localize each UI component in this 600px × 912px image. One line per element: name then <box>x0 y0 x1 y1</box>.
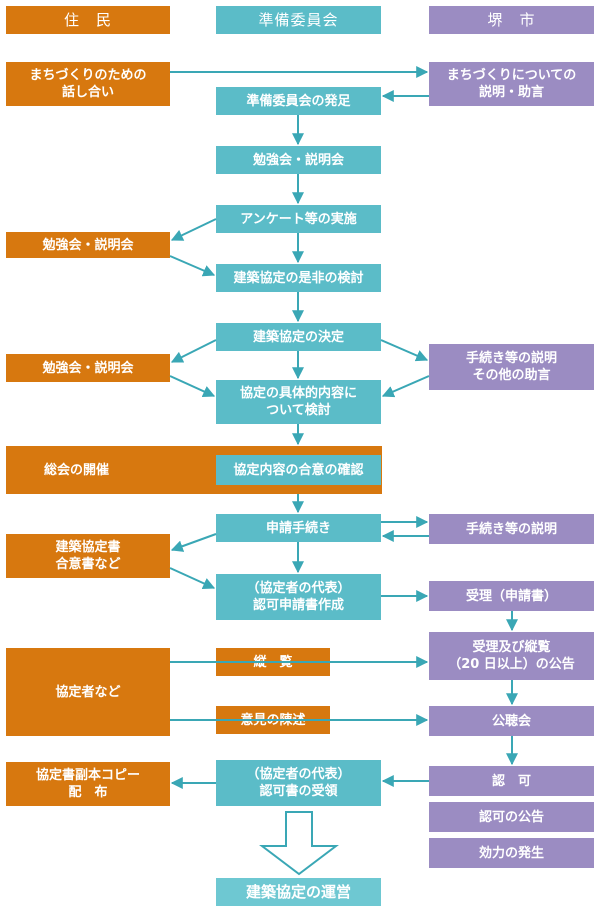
city-procedure-explain: 手続き等の説明 その他の助言 <box>429 344 594 390</box>
arrow-documents-to-create <box>169 567 216 589</box>
committee-application: 申請手続き <box>216 514 381 542</box>
header-committee: 準備委員会 <box>216 6 381 34</box>
city-accept: 受理（申請書） <box>429 581 594 611</box>
residents-documents: 建築協定書 合意書など <box>6 534 170 578</box>
city-notice: 受理及び縦覧 （20 日以上）の公告 <box>429 632 594 680</box>
residents-copy-distribution: 協定書副本コピー 配 布 <box>6 762 170 806</box>
committee-detail: 協定の具体的内容に ついて検討 <box>216 380 381 424</box>
residents-study-1: 勉強会・説明会 <box>6 232 170 258</box>
arrow-application-to-documents <box>170 533 217 552</box>
committee-opinion: 意見の陳述 <box>216 706 330 734</box>
committee-launch: 準備委員会の発足 <box>216 87 381 115</box>
header-residents: 住 民 <box>6 6 170 34</box>
committee-receive: （協定者の代表） 認可書の受領 <box>216 760 381 806</box>
city-effect: 効力の発生 <box>429 838 594 868</box>
arrow-residents-to-examine <box>169 255 216 277</box>
arrow-decision-to-city <box>380 339 429 362</box>
committee-decision: 建築協定の決定 <box>216 323 381 351</box>
residents-parties: 協定者など <box>6 648 170 736</box>
committee-inspection: 縦 覧 <box>216 648 330 676</box>
big-down-arrow <box>259 811 339 876</box>
committee-survey: アンケート等の実施 <box>216 205 381 233</box>
committee-create-application: （協定者の代表） 認可申請書作成 <box>216 574 381 620</box>
city-approval-notice: 認可の公告 <box>429 802 594 832</box>
city-hearing: 公聴会 <box>429 706 594 736</box>
residents-discussion: まちづくりのための 話し合い <box>6 62 170 106</box>
committee-consensus: 協定内容の合意の確認 <box>216 455 381 485</box>
residents-study-2: 勉強会・説明会 <box>6 354 170 382</box>
committee-operation: 建築協定の運営 <box>216 878 381 906</box>
committee-examine: 建築協定の是非の検討 <box>216 264 381 292</box>
city-procedure: 手続き等の説明 <box>429 514 594 544</box>
arrow-residents-to-detail <box>169 375 216 397</box>
city-approval: 認 可 <box>429 766 594 796</box>
arrow-decision-to-residents <box>170 339 217 363</box>
arrow-survey-to-residents <box>170 218 217 241</box>
city-explain: まちづくりについての 説明・助言 <box>429 62 594 106</box>
header-city: 堺 市 <box>429 6 594 34</box>
arrow-city-to-detail <box>381 375 430 398</box>
committee-study: 勉強会・説明会 <box>216 146 381 174</box>
